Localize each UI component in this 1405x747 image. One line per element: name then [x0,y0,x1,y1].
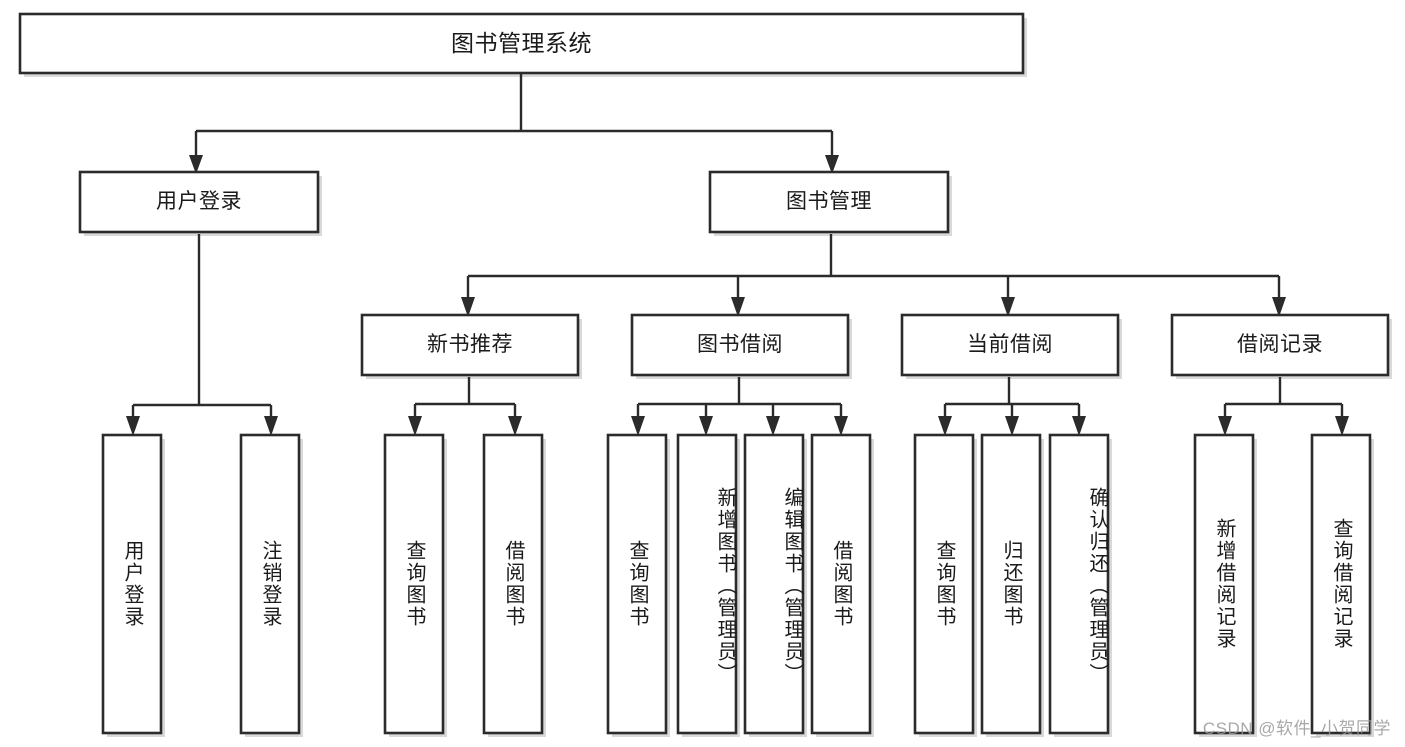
node-leaf-return-book[interactable] [980,433,1042,735]
node-leaf-query-book-3[interactable] [913,433,975,735]
node-current-borrow[interactable] [900,313,1120,377]
node-leaf-add-book[interactable] [676,433,738,735]
watermark-text: CSDN @软件_小贺同学 [1202,719,1391,738]
connector-layer [126,74,1349,436]
node-leaf-query-record[interactable] [1310,433,1372,735]
node-book-borrow[interactable] [630,313,850,377]
node-leaf-edit-book[interactable] [743,433,805,735]
node-leaf-borrow-book-2[interactable] [810,433,872,735]
node-user-login[interactable] [78,170,320,234]
node-root[interactable] [18,12,1025,75]
node-leaf-query-book-1[interactable] [383,433,445,735]
node-new-book-rec[interactable] [360,313,580,377]
node-leaf-borrow-book-1[interactable] [482,433,544,735]
node-leaf-logout[interactable] [239,433,301,735]
node-book-manage[interactable] [708,170,950,234]
node-leaf-query-book-2[interactable] [606,433,668,735]
node-leaf-add-record[interactable] [1193,433,1255,735]
node-borrow-record[interactable] [1170,313,1390,377]
node-leaf-confirm-return[interactable] [1048,433,1110,735]
node-leaf-user-login[interactable] [101,433,163,735]
node-box-layer [18,12,1390,735]
